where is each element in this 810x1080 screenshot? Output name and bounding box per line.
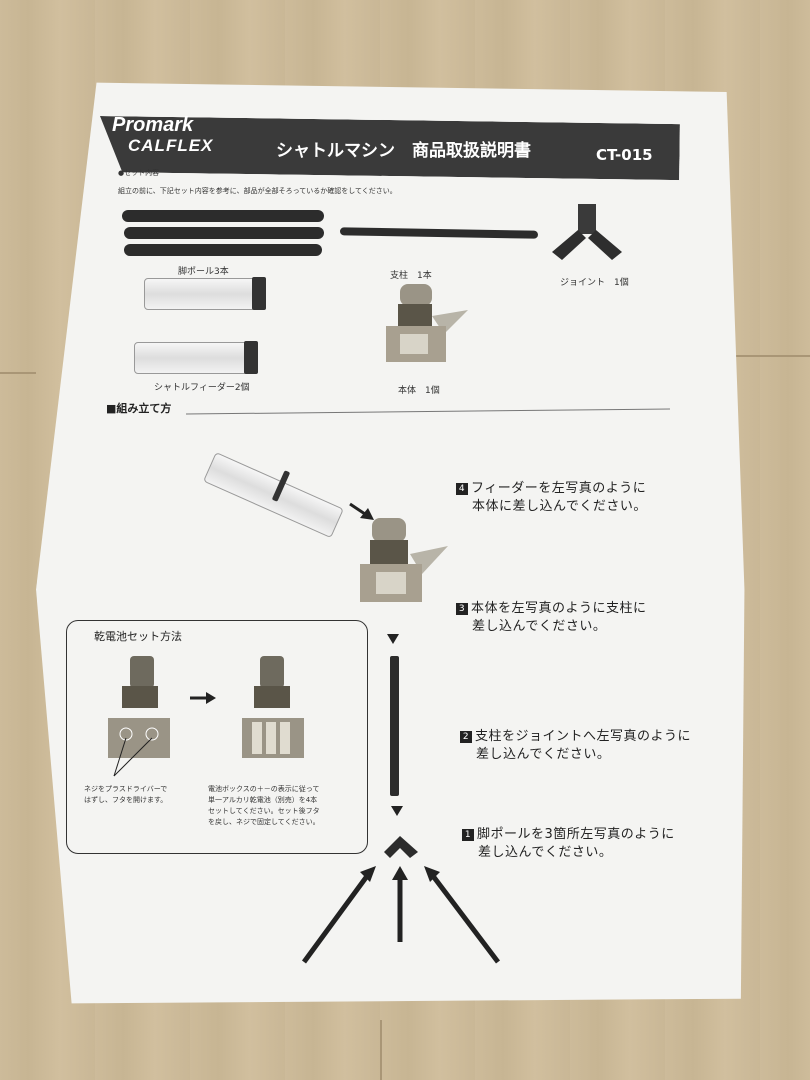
step-2-line2: 差し込んでください。 xyxy=(476,747,611,762)
leg-pole-image xyxy=(124,227,324,239)
battery-note-left: ネジをプラスドライバーで はずし、フタを開けます。 xyxy=(84,784,167,806)
battery-note-right-line1: 電池ボックスの＋－の表示に従って xyxy=(208,785,320,793)
joint-diagram-image xyxy=(384,836,418,858)
step-4-line1: フィーダーを左写真のように xyxy=(471,481,647,496)
assembly-heading: ■組み立て方 xyxy=(106,402,172,415)
battery-note-right-line2: 単一アルカリ乾電池（別売）を4本 xyxy=(208,796,318,804)
contents-intro: 組立の前に、下記セット内容を参考に、部品が全部そろっているか確認をしてください。 xyxy=(118,187,397,195)
assembled-body-image xyxy=(360,518,448,602)
step-1-line2: 差し込んでください。 xyxy=(478,845,613,860)
battery-open-image xyxy=(108,656,170,777)
battery-note-left-line2: はずし、フタを開けます。 xyxy=(84,796,168,804)
shuttle-feeder-image xyxy=(134,342,248,374)
feeder-arrow xyxy=(349,502,374,520)
battery-note-left-line1: ネジをプラスドライバーで xyxy=(84,785,168,793)
joint-image xyxy=(552,204,622,260)
step-4-line2: 本体に差し込んでください。 xyxy=(472,499,647,514)
machine-body-image xyxy=(386,284,468,362)
battery-arrow xyxy=(190,692,216,704)
contents-section-label: ●セット内容 xyxy=(118,169,160,177)
joint-label: ジョイント 1個 xyxy=(560,278,629,288)
legs-diagram-image xyxy=(301,866,500,964)
battery-note-right-line4: を戻し、ネジで固定してください。 xyxy=(208,818,320,826)
feeder-cap xyxy=(244,341,258,374)
legs-label: 脚ポール3本 xyxy=(178,267,229,277)
leg-pole-image xyxy=(122,210,324,222)
leg-pole-image xyxy=(124,244,322,256)
brand-promark: Promark xyxy=(112,114,193,137)
brand-calflex: CALFLEX xyxy=(128,136,213,156)
document-title: シャトルマシン 商品取扱説明書 xyxy=(276,141,531,161)
battery-note-right-line3: セットしてください。セット後フタ xyxy=(208,807,320,815)
step-3-line2: 差し込んでください。 xyxy=(472,619,607,634)
battery-title: 乾電池セット方法 xyxy=(94,630,182,643)
pole-label: 支柱 1本 xyxy=(390,271,432,281)
step-1-line1: 脚ポールを3箇所左写真のように xyxy=(477,827,675,842)
step-1-number: 1 xyxy=(462,829,474,841)
brand-bottom-text: CALFLEX xyxy=(128,136,214,155)
body-arrow xyxy=(387,634,399,644)
feeder-label: シャトルフィーダー2個 xyxy=(154,383,250,393)
step-4-number: 4 xyxy=(456,483,468,495)
battery-note-right: 電池ボックスの＋－の表示に従って 単一アルカリ乾電池（別売）を4本 セットしてく… xyxy=(208,784,320,828)
floor-seam xyxy=(380,1020,382,1080)
battery-inserted-image xyxy=(242,656,304,758)
step-3-number: 3 xyxy=(456,603,468,615)
floor-seam xyxy=(720,355,810,357)
shuttle-feeder-image xyxy=(144,278,256,310)
step-2-line1: 支柱をジョイントへ左写真のように xyxy=(475,729,692,744)
feeder-cap xyxy=(252,277,266,310)
step-3-line1: 本体を左写真のように支柱に xyxy=(471,601,647,616)
battery-instructions-box xyxy=(66,620,368,854)
model-number: CT-015 xyxy=(596,146,653,164)
pole-arrow xyxy=(391,806,403,816)
brand-top-text: Promark xyxy=(112,114,194,136)
floor-seam xyxy=(0,372,36,374)
pole-diagram-image xyxy=(390,656,399,796)
body-label: 本体 1個 xyxy=(398,386,440,396)
step-2-number: 2 xyxy=(460,731,472,743)
